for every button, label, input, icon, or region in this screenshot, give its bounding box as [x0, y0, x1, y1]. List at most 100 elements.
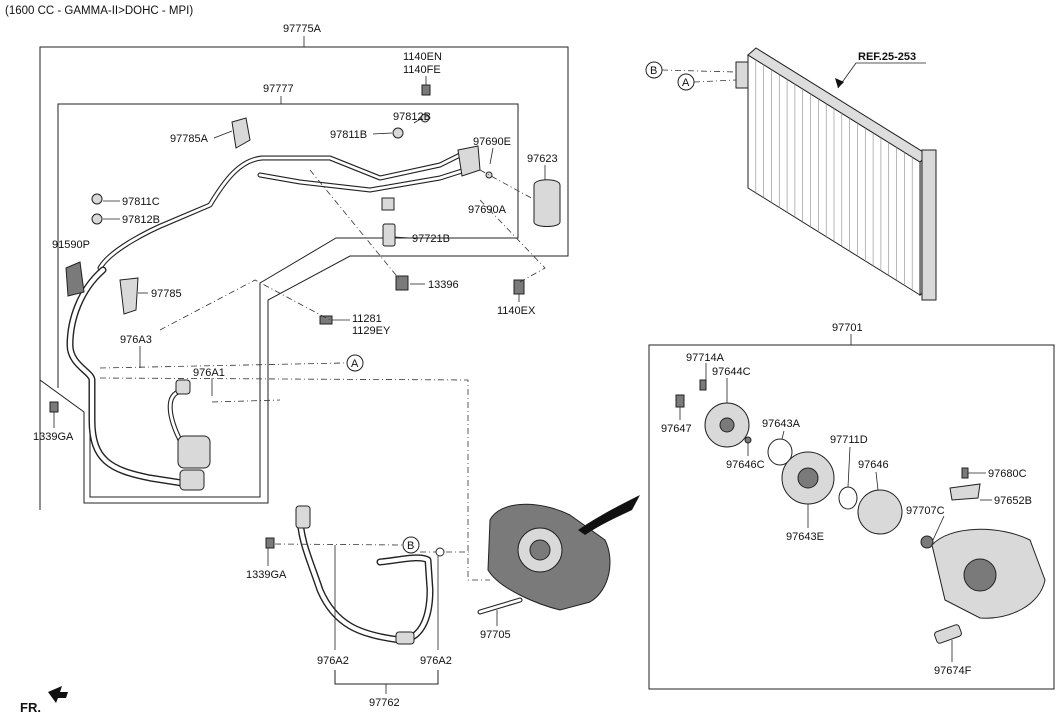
dash-b-line	[274, 543, 403, 546]
dash-1140EX-line	[479, 199, 546, 283]
dash-b-condenser	[661, 69, 737, 73]
label-97711D: 97711D	[830, 434, 868, 446]
bolt-1339GA-left	[49, 401, 59, 413]
condenser-fins	[755, 59, 913, 291]
label-976A3: 976A3	[120, 334, 152, 346]
cap-97812B	[91, 213, 103, 225]
o-ring-97811B	[392, 127, 404, 139]
shim-97714A	[699, 379, 707, 391]
dash-97785-line	[159, 279, 331, 331]
valve-91590P	[65, 261, 85, 297]
frame-97775A	[39, 46, 569, 510]
label-97647: 97647	[661, 423, 692, 435]
callout-b-bottom	[402, 536, 420, 554]
label-97646: 97646	[858, 459, 889, 471]
o-ring-976A2	[435, 547, 445, 557]
muffler-outlet	[179, 469, 205, 491]
callout-a-top-label: A	[682, 77, 690, 89]
pointer-arrow	[578, 495, 640, 535]
label-1140EN: 1140EN	[403, 51, 442, 63]
label-976A2-right: 976A2	[420, 655, 452, 667]
seal-97707C	[920, 535, 934, 549]
front-direction-label: FR.	[20, 700, 41, 715]
label-97812B-top: 97812B	[393, 111, 431, 123]
hose-976A2	[296, 511, 434, 644]
label-976A1: 976A1	[193, 367, 225, 379]
nut-13396	[395, 275, 409, 291]
label-1140FE: 1140FE	[403, 64, 441, 76]
label-97705: 97705	[480, 629, 511, 641]
condenser-tank	[921, 149, 937, 301]
bolt-1339GA-bottom	[265, 537, 275, 549]
dash-a-condenser	[693, 79, 737, 83]
label-97811C: 97811C	[122, 196, 160, 208]
cap-97811C	[91, 193, 103, 205]
label-97714A: 97714A	[686, 352, 725, 364]
label-97777: 97777	[263, 83, 294, 95]
label-97785: 97785	[151, 288, 182, 300]
dash-a-line	[99, 362, 345, 369]
reference-label: REF.25-253	[858, 51, 916, 63]
sensor-fitting	[381, 197, 395, 211]
bolt-11281	[319, 315, 333, 325]
engine-spec-label: (1600 CC - GAMMA-II>DOHC - MPI)	[5, 5, 193, 17]
label-97644C: 97644C	[712, 366, 751, 378]
callout-b-bottom-label: B	[407, 540, 414, 552]
label-1129EY: 1129EY	[352, 325, 391, 337]
frame-97701	[648, 344, 1055, 690]
ring-97711D	[838, 486, 858, 510]
bracket-97785A	[231, 117, 251, 149]
label-11281: 11281	[352, 313, 382, 325]
o-ring-97690A	[485, 171, 493, 179]
o-ring-97812B	[420, 113, 430, 123]
front-arrow-icon	[48, 686, 68, 703]
label-97762: 97762	[369, 697, 400, 709]
screw-97680C	[961, 467, 969, 479]
receiver-drier-97623	[533, 179, 561, 227]
sensor-97721B	[382, 223, 396, 247]
label-1140EX: 1140EX	[497, 305, 536, 317]
label-97707C: 97707C	[906, 505, 945, 517]
dash-drier-line	[479, 169, 536, 201]
block-fitting	[457, 145, 481, 177]
callout-a-left-label: A	[351, 358, 359, 370]
label-1339GA-bottom: 1339GA	[246, 569, 287, 581]
label-1339GA-left: 1339GA	[33, 431, 74, 443]
label-97623: 97623	[527, 153, 558, 165]
hose-fitting-top	[295, 505, 311, 529]
muffler-fitting	[175, 379, 191, 395]
bolt-1140EN	[421, 84, 431, 96]
dash-13396-line	[309, 169, 401, 281]
muffler-976A1	[177, 435, 211, 469]
label-97643A: 97643A	[762, 418, 801, 430]
dash-compressor-line	[99, 377, 490, 581]
label-97674F: 97674F	[934, 665, 972, 677]
label-97690E: 97690E	[473, 136, 511, 148]
snap-97646C	[744, 436, 752, 444]
label-97690A: 97690A	[468, 204, 507, 216]
label-97785A: 97785A	[170, 133, 209, 145]
label-976A2-left: 976A2	[317, 655, 349, 667]
ring-97643A	[767, 438, 793, 466]
hose-fitting-bottom	[395, 631, 415, 645]
bracket-97652B	[949, 483, 981, 501]
label-97775A: 97775A	[283, 23, 322, 35]
coil-97646	[857, 489, 903, 535]
label-91590P: 91590P	[52, 239, 90, 251]
valve-97674F	[934, 624, 962, 644]
label-97646C: 97646C	[726, 459, 765, 471]
label-13396: 13396	[428, 279, 459, 291]
clamp-97785	[119, 277, 139, 315]
label-97643E: 97643E	[786, 531, 824, 543]
label-97652B: 97652B	[994, 495, 1032, 507]
frame-97777	[57, 103, 519, 498]
condenser-port	[735, 61, 749, 89]
pipe-upper-line	[97, 147, 473, 271]
label-97701: 97701	[832, 322, 863, 334]
callout-b-top-label: B	[650, 65, 657, 77]
label-97811B: 97811B	[330, 129, 367, 141]
label-97680C: 97680C	[988, 468, 1027, 480]
bracket-97762	[334, 670, 439, 685]
bolt-97647	[675, 394, 685, 408]
callout-a-top	[677, 73, 695, 91]
